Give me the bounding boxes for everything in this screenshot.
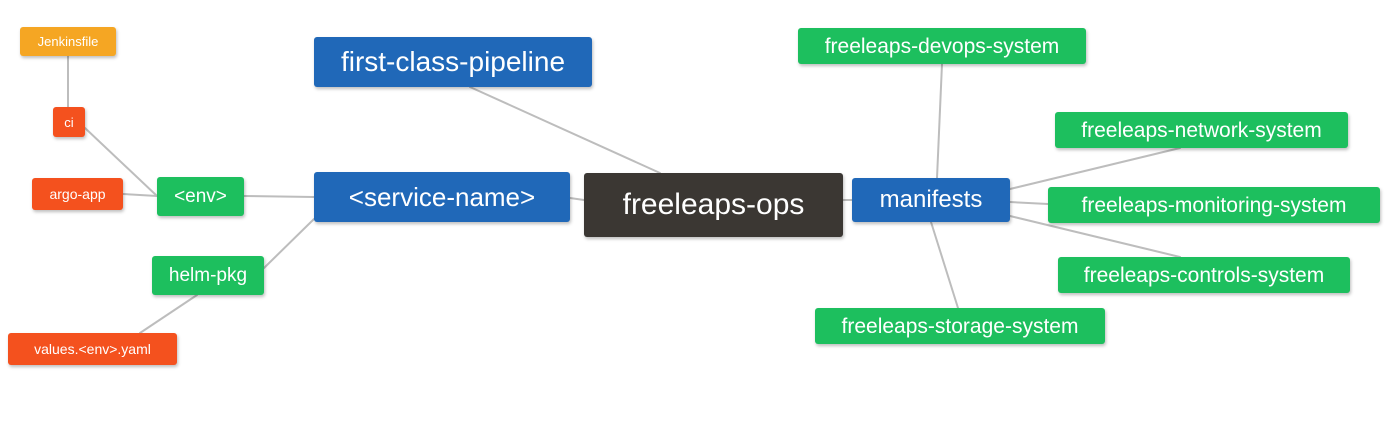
node-values-yaml[interactable]: values.<env>.yaml — [8, 333, 177, 365]
edge-service-name-helm-pkg — [263, 218, 315, 269]
node-first-class-pipeline[interactable]: first-class-pipeline — [314, 37, 592, 87]
edge-service-name-ops — [569, 197, 585, 201]
node-jenkinsfile[interactable]: Jenkinsfile — [20, 27, 116, 56]
node-network-system[interactable]: freeleaps-network-system — [1055, 112, 1348, 148]
edge-helm-pkg-values — [139, 294, 198, 334]
edge-argo-app-env — [122, 193, 158, 197]
edge-manifests-storage — [930, 221, 959, 309]
edge-manifests-monitoring — [1009, 201, 1049, 205]
edge-manifests-network — [1009, 147, 1181, 190]
node-monitoring-system[interactable]: freeleaps-monitoring-system — [1048, 187, 1380, 223]
node-env[interactable]: <env> — [157, 177, 244, 216]
node-controls-system[interactable]: freeleaps-controls-system — [1058, 257, 1350, 293]
edge-manifests-devops — [936, 63, 943, 179]
edge-pipeline-ops — [469, 86, 661, 174]
node-service-name[interactable]: <service-name> — [314, 172, 570, 222]
node-helm-pkg[interactable]: helm-pkg — [152, 256, 264, 295]
node-ci[interactable]: ci — [53, 107, 85, 137]
node-storage-system[interactable]: freeleaps-storage-system — [815, 308, 1105, 344]
node-devops-system[interactable]: freeleaps-devops-system — [798, 28, 1086, 64]
edge-env-service-name — [243, 195, 315, 198]
node-argo-app[interactable]: argo-app — [32, 178, 123, 210]
node-manifests[interactable]: manifests — [852, 178, 1010, 222]
node-freeleaps-ops[interactable]: freeleaps-ops — [584, 173, 843, 237]
